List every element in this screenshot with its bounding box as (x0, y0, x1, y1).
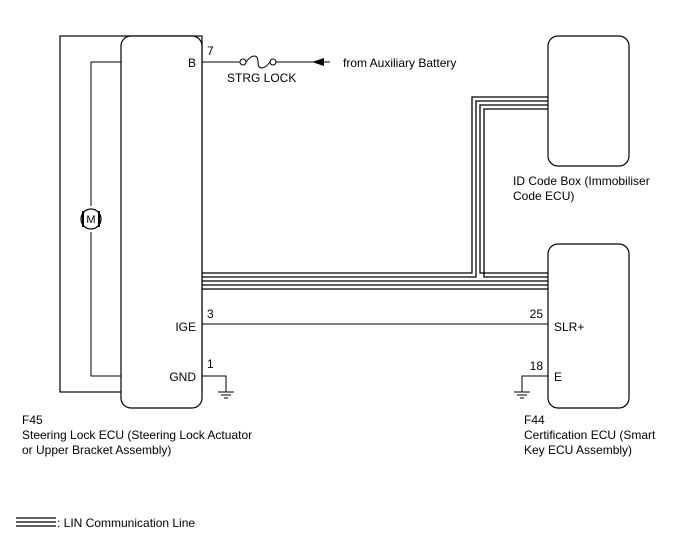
pin-label-slr: SLR+ (554, 320, 584, 334)
steering-lock-ecu-caption-line1: Steering Lock ECU (Steering Lock Actuato… (22, 428, 252, 442)
certification-ecu-code: F44 (524, 413, 545, 427)
id-code-box (547, 35, 630, 167)
motor-icon: M (80, 208, 102, 230)
pin-number-gnd: 1 (207, 357, 214, 371)
certification-ecu-caption-line2: Key ECU Assembly) (524, 443, 632, 457)
power-source-label: from Auxiliary Battery (343, 56, 456, 70)
legend-label: : LIN Communication Line (57, 516, 195, 530)
id-code-box-caption-line1: ID Code Box (Immobiliser (513, 174, 650, 188)
steering-lock-ecu-caption-line2: or Upper Bracket Assembly) (22, 443, 171, 457)
fuse-icon (239, 55, 277, 69)
pin-label-gnd: GND (169, 370, 196, 384)
steering-lock-ecu-box (120, 35, 203, 409)
steering-lock-ecu-code: F45 (22, 413, 43, 427)
certification-ecu-caption-line1: Certification ECU (Smart (524, 428, 656, 442)
pin-number-slr: 25 (530, 307, 544, 321)
lin-bus-lines (202, 280, 548, 290)
legend-lin-line-icon (16, 517, 56, 527)
pin-number-ige: 3 (207, 307, 214, 321)
ground-icon (514, 375, 548, 399)
motor-label: M (86, 214, 95, 226)
pin-label-b: B (188, 56, 196, 70)
fuse-label: STRG LOCK (227, 71, 296, 85)
motor-circuit (90, 61, 121, 377)
certification-ecu-box (547, 243, 630, 409)
pin-label-ige: IGE (175, 320, 196, 334)
pin-label-e: E (554, 370, 562, 384)
arrow-left-icon (312, 58, 324, 66)
pin-number-e: 18 (530, 359, 544, 373)
pin-number-b: 7 (207, 44, 214, 58)
lin-branch-lines (202, 96, 548, 278)
ground-icon (202, 375, 234, 399)
id-code-box-caption-line2: Code ECU) (513, 189, 574, 203)
